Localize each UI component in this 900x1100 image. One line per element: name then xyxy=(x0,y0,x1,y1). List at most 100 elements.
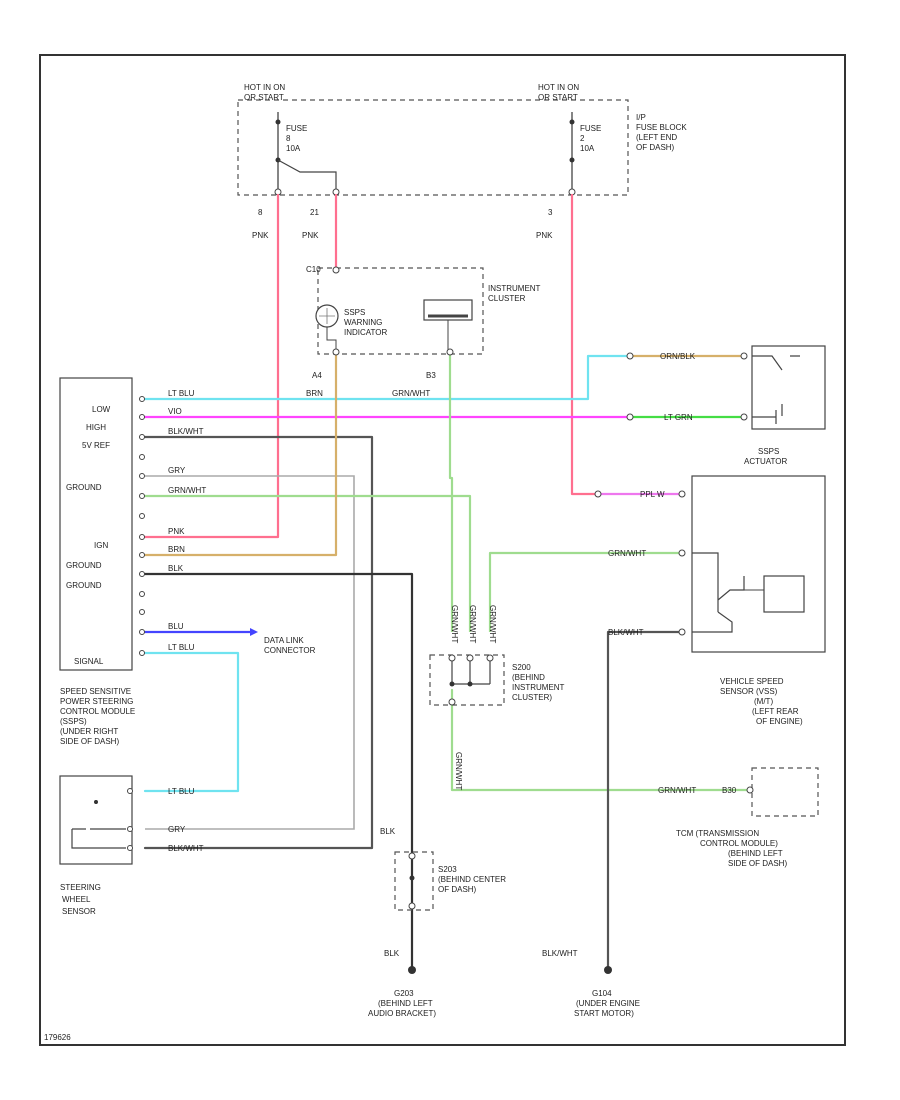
s203-outline xyxy=(394,851,434,911)
fuse-8-label: FUSE xyxy=(286,124,307,133)
pin-marker-signal xyxy=(139,650,145,656)
wire-label-blk: BLK xyxy=(168,564,184,573)
steering-wire-3-label: BLK/WHT xyxy=(168,844,204,853)
hot-label-right-2: OR START xyxy=(538,93,578,102)
footer-code: 179626 xyxy=(44,1033,71,1042)
tcm-outline xyxy=(751,767,819,817)
tcm-pin-label: B30 xyxy=(722,786,737,795)
solenoid-conn-b xyxy=(626,413,634,421)
cluster-c10-terminal xyxy=(332,266,340,274)
steering-pin-2 xyxy=(127,826,133,832)
indicator-label-2: WARNING xyxy=(344,318,382,327)
module-pin-ground-2: GROUND xyxy=(66,561,102,570)
cluster-a4-terminal xyxy=(332,348,340,356)
tcm-caption-3: (BEHIND LEFT xyxy=(728,849,783,858)
splice-caption-3: INSTRUMENT xyxy=(512,683,565,692)
splice-down-label: GRN/WHT xyxy=(454,752,463,790)
vss-caption-5: OF ENGINE) xyxy=(756,717,803,726)
wire-pnk-label-2: PNK xyxy=(302,231,319,240)
vss-caption-4: (LEFT REAR xyxy=(752,707,799,716)
module-caption-2: POWER STEERING xyxy=(60,697,133,706)
fuse-8-rating: 10A xyxy=(286,144,301,153)
actuator-pin-top xyxy=(678,490,686,498)
solenoid-wire-b-label: LT GRN xyxy=(664,413,693,422)
splice-terminal-1 xyxy=(448,654,456,662)
g203-caption-2: (BEHIND LEFT xyxy=(378,999,433,1008)
splice-caption-2: (BEHIND xyxy=(512,673,545,682)
hot-label-right: HOT IN ON xyxy=(538,83,579,92)
fuse-block-caption-1: I/P xyxy=(636,113,646,122)
s203-terminal-top xyxy=(408,852,416,860)
g104-caption-2: (UNDER ENGINE xyxy=(576,999,640,1008)
module-caption-6: SIDE OF DASH) xyxy=(60,737,119,746)
actuator-wire-label: PPL W xyxy=(640,490,665,499)
steering-caption-2: WHEEL xyxy=(62,895,91,904)
wire-ltblu-signal xyxy=(143,651,240,793)
steering-caption-3: SENSOR xyxy=(62,907,96,916)
pin-marker-low xyxy=(139,396,145,402)
s203-caption-3: OF DASH) xyxy=(438,885,477,894)
pin-8-label: 8 xyxy=(258,208,263,217)
pin-marker-blk xyxy=(139,571,145,577)
fuse-2-rating: 10A xyxy=(580,144,595,153)
steering-sensor-circuit-icon xyxy=(71,800,126,849)
steering-wire-2-label: GRY xyxy=(168,825,186,834)
tcm-caption-2: CONTROL MODULE) xyxy=(700,839,778,848)
wire-blk-ground xyxy=(143,572,414,970)
solenoid-pin-a xyxy=(740,352,748,360)
dlc-arrow-icon xyxy=(250,628,258,636)
lamp-lead xyxy=(326,327,337,352)
solenoid-outline xyxy=(751,345,826,430)
splice-bus xyxy=(451,661,491,685)
cluster-label-1: INSTRUMENT xyxy=(488,284,541,293)
fuse-block-caption-3: (LEFT END xyxy=(636,133,677,142)
pin-marker-gry xyxy=(139,473,145,479)
module-caption-1: SPEED SENSITIVE xyxy=(60,687,131,696)
ssps-solenoid: ORN/BLK LT GRN xyxy=(626,345,826,430)
module-pin-ground-3: GROUND xyxy=(66,581,102,590)
wire-brn xyxy=(143,354,338,557)
cluster-label-2: CLUSTER xyxy=(488,294,526,303)
wire-pnk-label-3: PNK xyxy=(536,231,553,240)
hot-label-left-2: OR START xyxy=(244,93,284,102)
splice-label-3: GRN/WHT xyxy=(488,605,497,643)
ground-g203: G203 (BEHIND LEFT AUDIO BRACKET) xyxy=(368,966,436,1018)
g104-wire-label: BLK/WHT xyxy=(542,949,578,958)
dlc-label-1: DATA LINK xyxy=(264,636,304,645)
splice-terminal-2 xyxy=(466,654,474,662)
fuse-8-node-top xyxy=(275,119,281,125)
wire-brn-label: BRN xyxy=(306,389,323,398)
wire-blkwht-ref xyxy=(143,435,374,850)
fuse-block-outline xyxy=(237,99,629,196)
ground-g203-icon xyxy=(408,966,416,974)
fuse-block-caption-2: FUSE BLOCK xyxy=(636,123,687,132)
ground-g104: BLK/WHT G104 (UNDER ENGINE START MOTOR) xyxy=(542,949,640,1018)
solenoid-coil-icon xyxy=(752,404,783,424)
module-pin-ground-1: GROUND xyxy=(66,483,102,492)
hot-label-left: HOT IN ON xyxy=(244,83,285,92)
fuse-block-caption-4: OF DASH) xyxy=(636,143,675,152)
splice-node-1 xyxy=(449,681,455,687)
wire-label-vio: VIO xyxy=(168,407,182,416)
module-pin-5vref: 5V REF xyxy=(82,441,110,450)
pin-marker-ref xyxy=(139,434,145,440)
steering-pin-3 xyxy=(127,845,133,851)
indicator-label-3: INDICATOR xyxy=(344,328,387,337)
tcm-caption-1: TCM (TRANSMISSION xyxy=(676,829,759,838)
tcm-wire-label: GRN/WHT xyxy=(658,786,696,795)
pin-21-label: 21 xyxy=(310,208,319,217)
wire-grnwht-cluster xyxy=(448,354,454,584)
splice-terminal-3 xyxy=(486,654,494,662)
fuse-2-node-bottom xyxy=(569,157,575,163)
fuse-2-node-top xyxy=(569,119,575,125)
splice-s200: GRN/WHT GRN/WHT GRN/WHT S200 (BEHIND INS… xyxy=(429,582,565,790)
actuator-outline xyxy=(691,475,826,653)
wire-label-pnk: PNK xyxy=(168,527,185,536)
wire-label-blu: BLU xyxy=(168,622,184,631)
actuator-title-1: SSPS xyxy=(758,447,779,456)
wire-ltblu-low xyxy=(143,354,630,401)
pin-3-label: 3 xyxy=(548,208,553,217)
module-pin-ign: IGN xyxy=(94,541,108,550)
wire-label-blkwht: BLK/WHT xyxy=(168,427,204,436)
pin-marker-high xyxy=(139,414,145,420)
